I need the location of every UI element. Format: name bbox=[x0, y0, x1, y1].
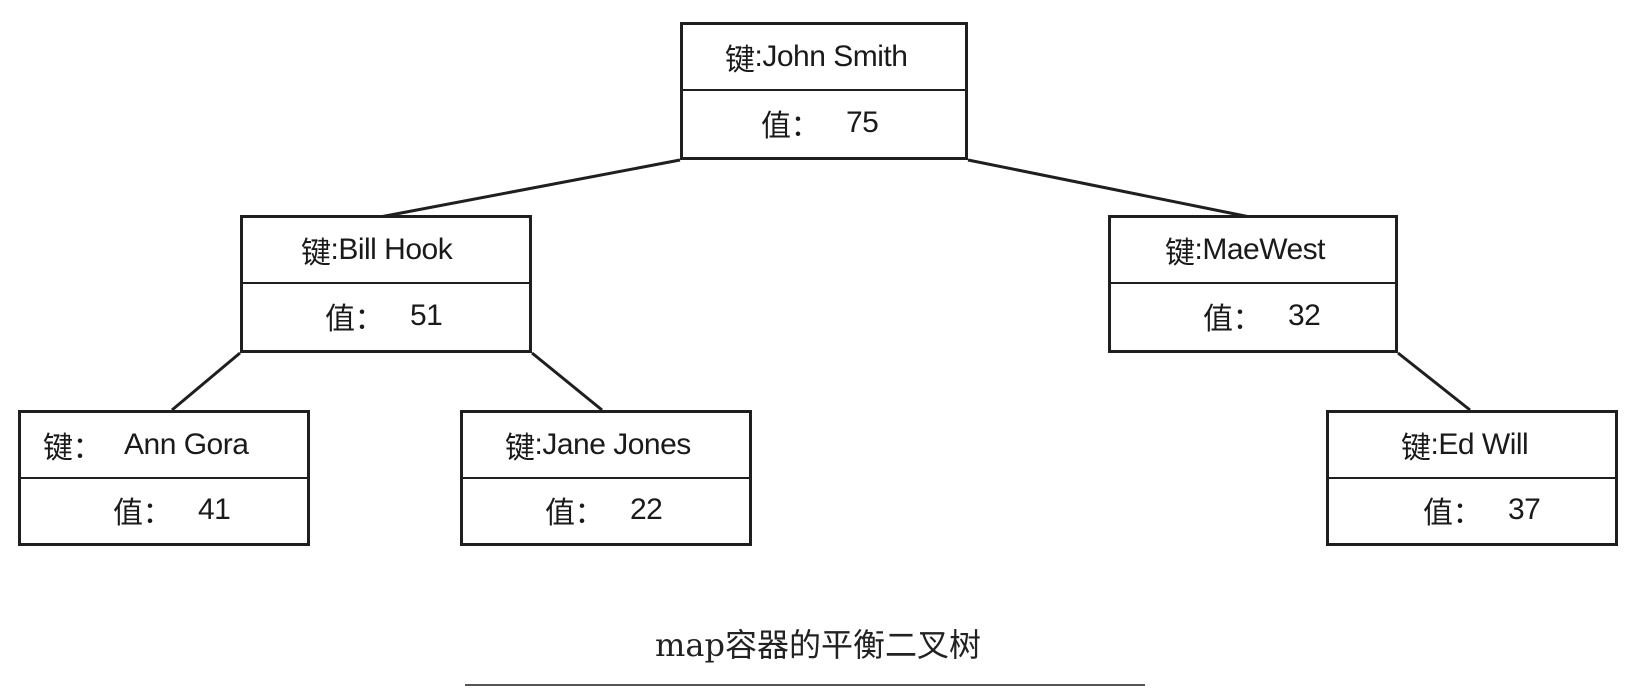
node-value-row: 值： 51 bbox=[243, 282, 529, 350]
node-key-row: 键:Ed Will bbox=[1329, 413, 1615, 479]
node-key: Bill Hook bbox=[338, 233, 453, 266]
node-value: 75 bbox=[846, 106, 879, 139]
node-value-row: 值： 41 bbox=[21, 477, 307, 543]
node-value: 37 bbox=[1508, 493, 1541, 526]
key-separator: ： bbox=[72, 432, 103, 465]
tree-node-ll: 键：Ann Gora 值：41 bbox=[18, 410, 310, 546]
node-key-row: 键:John Smith bbox=[683, 25, 965, 91]
node-key-row: 键： Ann Gora bbox=[21, 413, 307, 479]
node-key: Ed Will bbox=[1438, 428, 1529, 461]
node-value: 22 bbox=[630, 493, 663, 526]
tree-node-lr: 键:Jane Jones 值： 22 bbox=[460, 410, 752, 546]
value-label: 值 bbox=[1423, 496, 1453, 531]
key-label: 键 bbox=[505, 431, 535, 466]
node-key: Jane Jones bbox=[542, 428, 691, 461]
key-separator: : bbox=[1194, 233, 1203, 266]
node-key: Ann Gora bbox=[124, 428, 249, 461]
node-key: MaeWest bbox=[1202, 233, 1325, 266]
edge-left-ll bbox=[171, 351, 241, 412]
key-label: 键 bbox=[43, 431, 73, 466]
edge-right-rr bbox=[1397, 351, 1471, 412]
key-separator: : bbox=[1430, 428, 1439, 461]
tree-node-root: 键:John Smith 值： 75 bbox=[680, 22, 968, 160]
caption-underline bbox=[465, 684, 1145, 686]
key-label: 键 bbox=[725, 43, 755, 78]
node-key-row: 键:Jane Jones bbox=[463, 413, 749, 479]
value-separator: ： bbox=[1232, 303, 1263, 336]
edge-root-right bbox=[967, 158, 1251, 219]
node-value-row: 值： 32 bbox=[1111, 282, 1395, 350]
value-label: 值 bbox=[545, 496, 575, 531]
value-label: 值 bbox=[1203, 302, 1233, 337]
key-label: 键 bbox=[1401, 431, 1431, 466]
key-separator: : bbox=[534, 428, 543, 461]
node-value: 51 bbox=[410, 299, 443, 332]
figure-caption: map容器的平衡二叉树 bbox=[655, 626, 981, 664]
tree-node-left: 键:Bill Hook 值： 51 bbox=[240, 215, 532, 353]
value-separator: ： bbox=[790, 110, 821, 143]
node-key-row: 键:MaeWest bbox=[1111, 218, 1395, 284]
node-value: 32 bbox=[1288, 299, 1321, 332]
node-key: John Smith bbox=[762, 40, 908, 73]
node-value: 41 bbox=[198, 493, 231, 526]
node-value-row: 值： 22 bbox=[463, 477, 749, 543]
key-label: 键 bbox=[1165, 236, 1195, 271]
edge-root-left bbox=[379, 158, 681, 219]
node-value-row: 值： 75 bbox=[683, 89, 965, 157]
value-label: 值 bbox=[761, 109, 791, 144]
node-key-row: 键:Bill Hook bbox=[243, 218, 529, 284]
tree-node-right: 键:MaeWest 值： 32 bbox=[1108, 215, 1398, 353]
value-separator: ： bbox=[574, 497, 605, 530]
edge-left-lr bbox=[531, 351, 603, 412]
key-separator: : bbox=[754, 40, 763, 73]
node-value-row: 值： 37 bbox=[1329, 477, 1615, 543]
value-separator: ： bbox=[1452, 497, 1483, 530]
key-separator: : bbox=[330, 233, 339, 266]
tree-node-rr: 键:Ed Will 值： 37 bbox=[1326, 410, 1618, 546]
key-label: 键 bbox=[301, 236, 331, 271]
value-separator: ： bbox=[354, 303, 385, 336]
value-label: 值 bbox=[325, 302, 355, 337]
value-label: 值 bbox=[113, 496, 143, 531]
value-separator: ： bbox=[142, 497, 173, 530]
